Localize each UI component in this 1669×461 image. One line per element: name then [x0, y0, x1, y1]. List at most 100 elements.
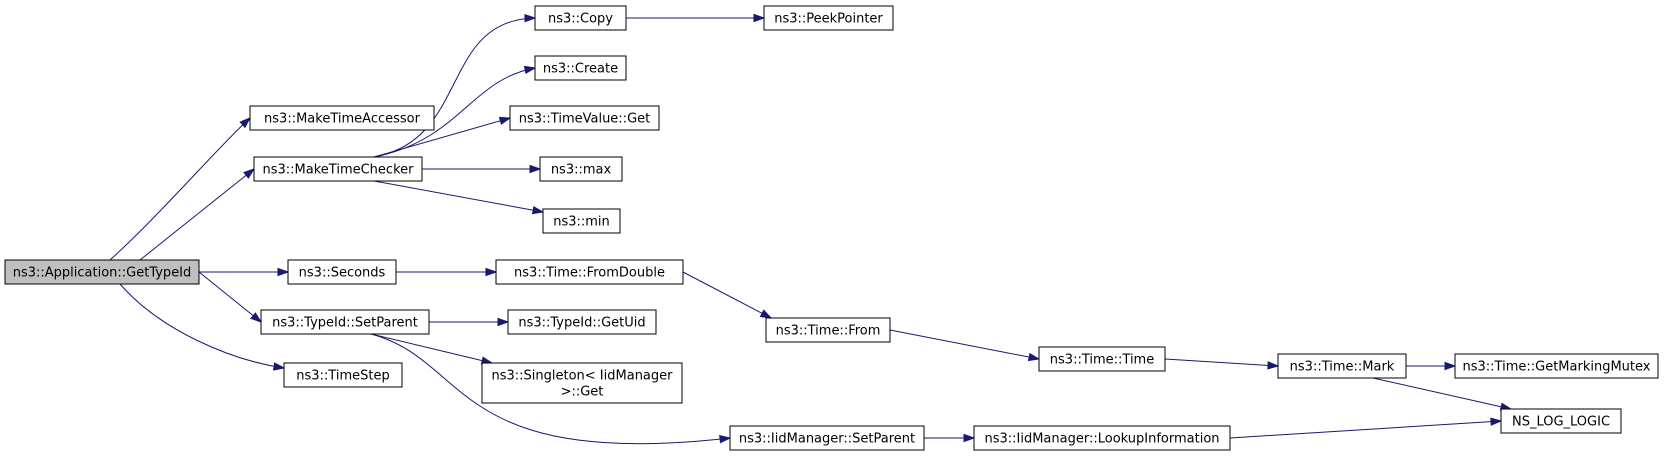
node-box: [534, 5, 627, 31]
edge-line: [119, 283, 285, 369]
node-seconds[interactable]: ns3::Seconds: [287, 259, 397, 285]
arrowhead: [243, 168, 256, 179]
node-box: [539, 156, 623, 182]
node-label: NS_LOG_LOGIC: [1512, 415, 1610, 430]
edge-line: [889, 329, 1040, 360]
arrowhead: [759, 309, 773, 319]
node-time-getmarkingmutex[interactable]: ns3::Time::GetMarkingMutex: [1454, 353, 1659, 379]
edge-typeid-setparent-to-typeid-getuid: [429, 317, 510, 327]
edge-line: [682, 271, 772, 319]
edge-line: [198, 271, 262, 323]
edge-line: [373, 180, 544, 213]
edge-time-mark-to-ns-log-logic: [1372, 377, 1513, 411]
edge-app-gettypeid-to-timestep: [119, 283, 286, 371]
edge-app-gettypeid-to-make-time-accessor: [109, 116, 252, 261]
edge-time-mark-to-time-getmarkingmutex: [1406, 361, 1457, 371]
node-singleton-get[interactable]: ns3::Singleton< IidManager>::Get: [481, 362, 683, 404]
node-ns-log-logic[interactable]: NS_LOG_LOGIC: [1500, 408, 1622, 434]
node-iidmanager-lookup[interactable]: ns3::IidManager::LookupInformation: [973, 425, 1231, 451]
node-label: ns3::Seconds: [299, 266, 386, 281]
arrowhead: [753, 13, 766, 23]
edge-make-time-checker-to-max: [422, 164, 542, 174]
arrowhead: [1267, 361, 1280, 370]
node-label: ns3::Time::GetMarkingMutex: [1463, 360, 1651, 375]
node-min[interactable]: ns3::min: [542, 208, 621, 234]
node-label: ns3::MakeTimeChecker: [263, 163, 415, 178]
node-box: [287, 259, 397, 285]
edge-layer: [109, 13, 1513, 445]
node-iidmanager-setparent[interactable]: ns3::IidManager::SetParent: [729, 425, 925, 451]
node-label: ns3::Singleton< IidManager: [491, 369, 673, 384]
arrowhead: [250, 312, 263, 323]
node-label: ns3::Create: [543, 62, 618, 77]
arrowhead: [531, 205, 545, 215]
node-label: ns3::IidManager::LookupInformation: [984, 432, 1219, 447]
node-label: ns3::PeekPointer: [774, 12, 883, 27]
node-box: [481, 362, 683, 404]
node-time-from[interactable]: ns3::Time::From: [765, 317, 891, 343]
node-label: ns3::Time::Mark: [1290, 360, 1395, 375]
edge-app-gettypeid-to-make-time-checker: [139, 168, 256, 261]
node-make-time-checker[interactable]: ns3::MakeTimeChecker: [253, 156, 423, 182]
node-label: ns3::Time::From: [776, 324, 881, 339]
node-typeid-setparent[interactable]: ns3::TypeId::SetParent: [260, 309, 430, 335]
edge-app-gettypeid-to-seconds: [199, 267, 290, 277]
edge-iidmanager-lookup-to-ns-log-logic: [1229, 417, 1503, 439]
edge-line: [370, 333, 731, 445]
node-box: [509, 105, 660, 131]
node-copy[interactable]: ns3::Copy: [534, 5, 627, 31]
arrowhead: [485, 267, 498, 277]
arrowhead: [963, 433, 976, 443]
arrowhead: [277, 267, 290, 277]
node-box: [260, 309, 430, 335]
arrowhead: [239, 116, 252, 129]
node-label: ns3::Copy: [548, 12, 613, 27]
node-label: ns3::Time::FromDouble: [514, 266, 665, 281]
node-label: ns3::max: [551, 163, 612, 178]
node-box: [1500, 408, 1622, 434]
node-label: ns3::TypeId::GetUid: [518, 316, 645, 331]
node-app-gettypeid[interactable]: ns3::Application::GetTypeId: [4, 259, 200, 285]
node-make-time-accessor[interactable]: ns3::MakeTimeAccessor: [249, 105, 435, 131]
node-peekpointer[interactable]: ns3::PeekPointer: [763, 5, 894, 31]
arrowhead: [272, 362, 286, 371]
edge-copy-to-peekpointer: [626, 13, 766, 23]
node-box: [283, 362, 403, 388]
node-box: [763, 5, 894, 31]
node-max[interactable]: ns3::max: [539, 156, 623, 182]
node-box: [534, 55, 627, 81]
node-box: [495, 259, 684, 285]
node-layer: ns3::Application::GetTypeId ns3::MakeTime…: [4, 5, 1659, 451]
node-label: ns3::TimeStep: [296, 369, 389, 384]
node-label: ns3::Application::GetTypeId: [13, 266, 192, 281]
node-time-mark[interactable]: ns3::Time::Mark: [1277, 353, 1407, 379]
node-box: [729, 425, 925, 451]
node-time-time[interactable]: ns3::Time::Time: [1038, 346, 1166, 372]
edge-time-time-to-time-mark: [1164, 358, 1280, 370]
edge-iidmanager-setparent-to-iidmanager-lookup: [924, 433, 976, 443]
arrowhead: [719, 435, 732, 444]
edge-line: [373, 117, 511, 158]
edge-typeid-setparent-to-singleton-get: [370, 333, 494, 365]
edge-make-time-checker-to-timevalue-get: [373, 116, 512, 158]
node-box: [4, 259, 200, 285]
arrowhead: [523, 65, 537, 75]
edge-make-time-checker-to-min: [373, 180, 545, 215]
node-time-fromdouble[interactable]: ns3::Time::FromDouble: [495, 259, 684, 285]
node-label: ns3::MakeTimeAccessor: [264, 112, 421, 127]
edge-line: [109, 117, 251, 261]
edge-time-from-to-time-time: [889, 329, 1041, 362]
edge-seconds-to-time-fromdouble: [396, 267, 498, 277]
node-label: >::Get: [561, 385, 604, 400]
node-timestep[interactable]: ns3::TimeStep: [283, 362, 403, 388]
edge-line: [1164, 358, 1279, 367]
node-typeid-getuid[interactable]: ns3::TypeId::GetUid: [507, 309, 657, 335]
node-create[interactable]: ns3::Create: [534, 55, 627, 81]
arrowhead: [1027, 352, 1041, 362]
node-box: [1277, 353, 1407, 379]
node-box: [765, 317, 891, 343]
arrowhead: [529, 164, 542, 174]
node-box: [542, 208, 621, 234]
node-timevalue-get[interactable]: ns3::TimeValue::Get: [509, 105, 660, 131]
